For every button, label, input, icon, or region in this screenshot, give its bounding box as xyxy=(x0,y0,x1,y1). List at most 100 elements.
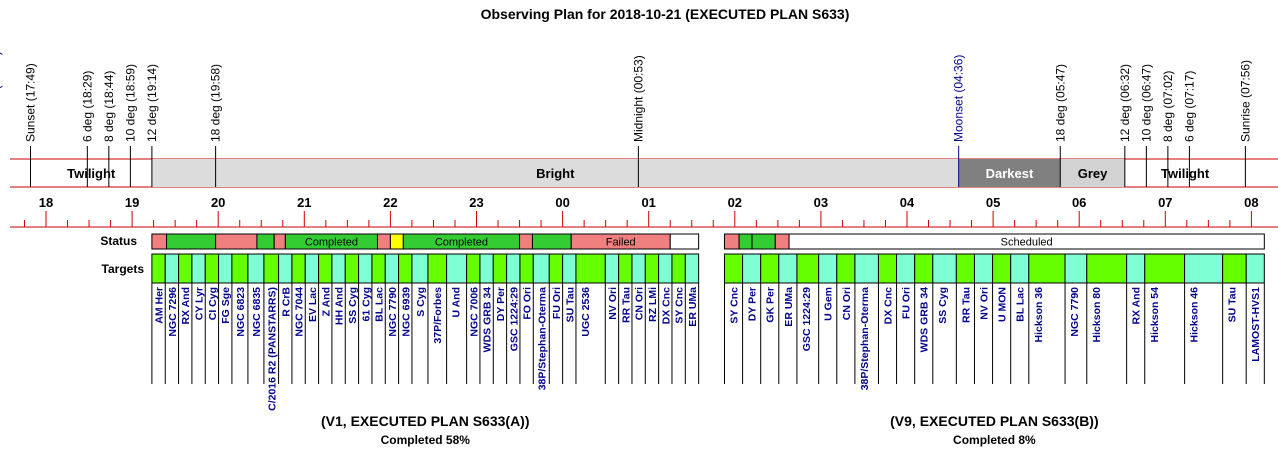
target-label: SS Cyg xyxy=(937,287,949,324)
target-block xyxy=(384,253,400,284)
target-label: CY Lyr xyxy=(194,287,206,320)
target-block xyxy=(204,253,220,284)
target-block xyxy=(231,253,249,284)
target-label: NGC 6835 xyxy=(251,287,263,337)
target-label: DY Per xyxy=(495,287,507,321)
target-label: NGC 7790 xyxy=(387,287,399,337)
status-row-label: Status xyxy=(100,234,137,248)
plan-name-1: (V9, EXECUTED PLAN S633(B)) xyxy=(890,413,1098,429)
target-label: AM Her xyxy=(154,287,166,324)
target-label: BL Lac xyxy=(1015,287,1027,322)
target-label: RX And xyxy=(1131,287,1143,325)
target-label: FU Ori xyxy=(901,287,913,319)
axis-tick-label: 00 xyxy=(555,195,569,210)
target-label: WDS GRB 34 xyxy=(919,287,931,353)
status-segment-completed xyxy=(256,233,275,250)
target-label: FU Ori xyxy=(551,287,563,319)
target-block xyxy=(896,253,916,284)
target-block xyxy=(562,253,577,284)
target-label: Hickson 54 xyxy=(1149,287,1161,343)
target-label: NV Ori xyxy=(978,287,990,320)
chart-title: Observing Plan for 2018-10-21 (EXECUTED … xyxy=(481,6,850,22)
axis-tick-label: 05 xyxy=(986,195,1000,210)
target-label: BL Lac xyxy=(374,287,386,322)
target-label: SY Cnc xyxy=(728,287,740,324)
axis-tick-label: 22 xyxy=(383,195,397,210)
status-segment-failed xyxy=(723,233,740,250)
target-block xyxy=(304,253,320,284)
target-block xyxy=(932,253,957,284)
target-block xyxy=(836,253,856,284)
target-label: WDS GRB 34 xyxy=(482,287,494,353)
target-block xyxy=(818,253,838,284)
target-label: S Cyg xyxy=(415,287,427,317)
plan-name-0: (V1, EXECUTED PLAN S633(A)) xyxy=(321,413,529,429)
target-label: SS Cyg xyxy=(347,287,359,324)
target-block xyxy=(548,253,564,284)
target-label: CI Cyg xyxy=(207,287,219,320)
target-block xyxy=(371,253,386,284)
target-block xyxy=(1184,253,1224,284)
target-block xyxy=(344,253,360,284)
target-label: SY Cnc xyxy=(674,287,686,324)
target-block xyxy=(658,253,673,284)
target-label: GSC 1224:29 xyxy=(801,287,813,351)
sky-band-3 xyxy=(1060,159,1125,187)
axis-tick-label: 06 xyxy=(1072,195,1086,210)
target-label: 37P/Forbes xyxy=(432,287,444,344)
target-block xyxy=(479,253,494,284)
axis-tick-label: 18 xyxy=(39,195,53,210)
target-block xyxy=(760,253,780,284)
status-segment-completed xyxy=(738,233,753,250)
event-label-9: 18 deg (05:47) xyxy=(1053,64,1067,142)
target-label: Hickson 80 xyxy=(1091,287,1103,343)
event-label-5: 12 deg (19:14) xyxy=(145,64,159,142)
target-label: Hickson 36 xyxy=(1033,287,1045,343)
target-block xyxy=(218,253,233,284)
target-block xyxy=(466,253,481,284)
target-block xyxy=(164,253,180,284)
target-label: NGC 6823 xyxy=(235,287,247,337)
axis-tick-label: 21 xyxy=(297,195,311,210)
target-block xyxy=(778,253,798,284)
target-label: RX And xyxy=(180,287,192,325)
target-block xyxy=(973,253,994,284)
target-block xyxy=(398,253,413,284)
target-block xyxy=(854,253,879,284)
target-block xyxy=(604,253,620,284)
target-block xyxy=(618,253,633,284)
target-label: SU Tau xyxy=(564,287,576,322)
status-segment-failed xyxy=(151,233,168,250)
target-block xyxy=(1064,253,1088,284)
event-label-11: 10 deg (06:47) xyxy=(1139,64,1153,142)
sky-band-label-0: Twilight xyxy=(67,166,116,181)
target-label: DX Cnc xyxy=(882,287,894,325)
target-block xyxy=(191,253,206,284)
target-label: EV Lac xyxy=(307,287,319,322)
target-block xyxy=(151,253,166,284)
status-segment-none xyxy=(788,233,1265,250)
target-block xyxy=(291,253,306,284)
status-segment-none xyxy=(669,233,700,250)
target-block xyxy=(1245,253,1265,284)
target-block xyxy=(575,253,606,284)
target-block xyxy=(631,253,646,284)
target-block xyxy=(331,253,346,284)
target-block xyxy=(955,253,975,284)
sky-band-label-3: Grey xyxy=(1078,166,1108,181)
status-segment-failed xyxy=(774,233,790,250)
target-block xyxy=(1126,253,1146,284)
status-segment-failed xyxy=(376,233,391,250)
target-block xyxy=(1144,253,1186,284)
target-label: R CrB xyxy=(280,287,292,317)
axis-tick-label: 19 xyxy=(125,195,139,210)
plan-completion-0: Completed 58% xyxy=(381,433,471,447)
status-segment-yellow xyxy=(389,233,404,250)
target-label: CN Ori xyxy=(634,287,646,320)
target-block xyxy=(247,253,265,284)
target-block xyxy=(877,253,898,284)
target-block xyxy=(492,253,508,284)
target-block xyxy=(318,253,333,284)
